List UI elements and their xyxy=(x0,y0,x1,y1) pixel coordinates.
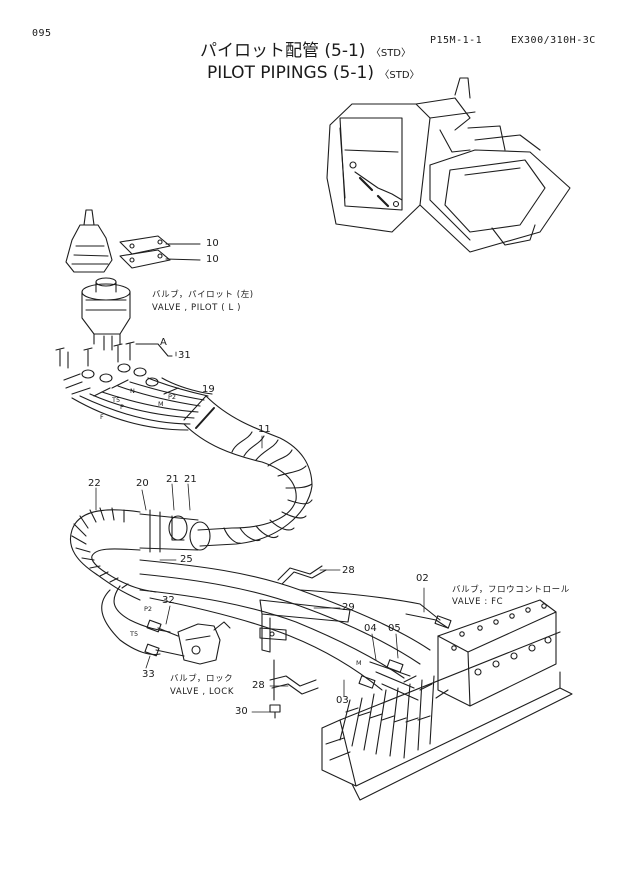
part-number-10b: 10 xyxy=(206,254,219,265)
part-number-20: 20 xyxy=(136,478,149,489)
port-label-m-lower: M xyxy=(356,659,362,667)
part-number-25: 25 xyxy=(180,554,193,565)
port-label-p2-lower: P2 xyxy=(144,605,153,613)
excavator-overview-illustration xyxy=(326,77,571,253)
port-label-p2: P2 xyxy=(168,393,177,401)
flow-control-valve xyxy=(405,599,557,707)
valve-pilot-caption-jp: バルブ，パイロット (左) xyxy=(152,290,254,300)
valve-fc-caption-en: VALVE : FC xyxy=(452,597,504,607)
hose-protector-tube xyxy=(183,395,313,547)
model-code: EX300/310H-3C xyxy=(511,35,596,46)
valve-fittings xyxy=(339,659,449,759)
frame-rail xyxy=(321,631,573,801)
leader-lines xyxy=(95,351,425,713)
lock-valve xyxy=(144,619,231,665)
ref-letter-a: A xyxy=(160,337,167,348)
lower-clamp xyxy=(269,659,319,719)
port-label-m: M xyxy=(158,400,164,408)
std-tag: 〈STD〉 xyxy=(370,48,411,59)
page-number: 095 xyxy=(32,28,52,39)
part-number-05: 05 xyxy=(388,623,401,634)
std-tag-en: 〈STD〉 xyxy=(379,70,420,81)
part-number-11: 11 xyxy=(258,424,271,435)
title-japanese: パイロット配管 (5-1) 〈STD〉 xyxy=(200,43,411,60)
title-japanese-text: パイロット配管 (5-1) xyxy=(200,41,366,61)
part-number-29: 29 xyxy=(342,602,355,613)
part-number-28b: 28 xyxy=(252,680,265,691)
pilot-valve-boot xyxy=(65,209,201,273)
valve-pilot-caption-en: VALVE , PILOT ( L ) xyxy=(152,303,241,313)
part-number-32: 32 xyxy=(162,595,175,606)
valve-lock-caption-jp: バルブ，ロック xyxy=(170,674,234,684)
hose-clamps xyxy=(139,509,211,553)
part-number-04: 04 xyxy=(364,623,377,634)
part-number-21a: 21 xyxy=(166,474,179,485)
port-label-p: P xyxy=(120,403,124,411)
part-number-30: 30 xyxy=(235,706,248,717)
long-pilot-hoses xyxy=(101,559,441,691)
part-number-10a: 10 xyxy=(206,238,219,249)
pilot-fittings xyxy=(63,363,159,397)
part-number-33: 33 xyxy=(142,669,155,680)
port-label-n: N xyxy=(130,387,135,395)
part-number-22: 22 xyxy=(88,478,101,489)
hose-bracket xyxy=(259,565,351,653)
title-english-text: PILOT PIPINGS (5-1) xyxy=(207,63,374,83)
pilot-hoses xyxy=(71,377,213,431)
part-number-02: 02 xyxy=(416,573,429,584)
valve-lock-caption-en: VALVE , LOCK xyxy=(170,687,235,697)
port-label-f: F xyxy=(100,413,104,421)
port-label-t5: T5 xyxy=(112,396,121,404)
mounting-bolts xyxy=(55,341,173,369)
part-number-03: 03 xyxy=(336,695,349,706)
part-number-21b: 21 xyxy=(184,474,197,485)
pilot-valve-body xyxy=(81,277,131,351)
part-number-31: 31 xyxy=(178,350,191,361)
title-english: PILOT PIPINGS (5-1) 〈STD〉 xyxy=(207,65,420,82)
part-number-19: 19 xyxy=(202,384,215,395)
spiral-wrap xyxy=(70,507,157,601)
valve-fc-caption-jp: バルブ，フロウコントロール xyxy=(452,585,570,595)
part-number-28a: 28 xyxy=(342,565,355,576)
section-code: P15M-1-1 xyxy=(430,35,483,46)
port-label-t5-lower: T5 xyxy=(130,630,139,638)
